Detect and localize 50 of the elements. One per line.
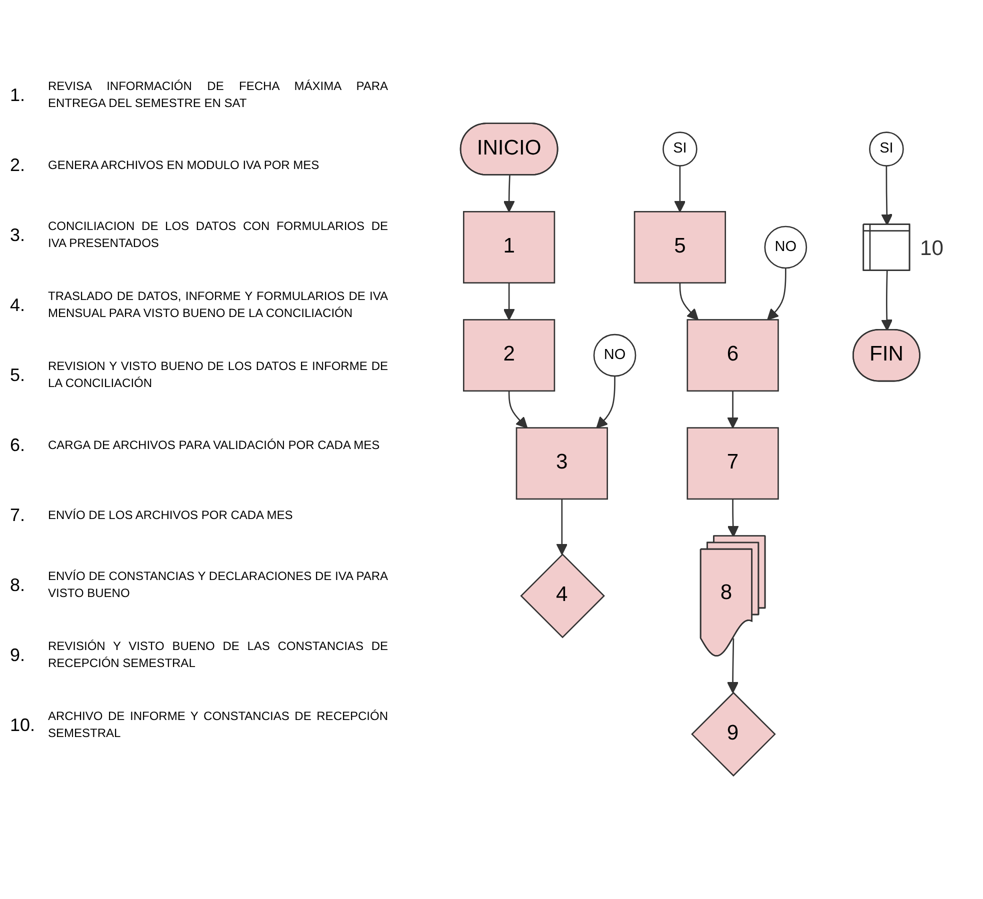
arrow: [508, 390, 528, 428]
arrow: [503, 282, 515, 320]
step-description: TRASLADO DE DATOS, INFORME Y FORMULARIOS DE IVA MENSUAL PARA VISTO BUENO DE LA CONCILIACIÓN: [48, 288, 388, 322]
step-description: CARGA DE ARCHIVOS PARA VALIDACIÓN POR CADA MES: [48, 436, 381, 454]
step-number: 1.: [10, 84, 26, 106]
step-number: 10: [920, 237, 944, 260]
step-description: REVISA INFORMACIÓN DE FECHA MÁXIMA PARA ENTREGA DEL SEMESTRE EN SAT: [48, 78, 388, 112]
decision-diamond: 4: [520, 553, 605, 638]
connector-circle: NO: [764, 226, 808, 269]
arrow: [556, 499, 568, 555]
step-number: 8.: [10, 574, 26, 596]
step-number: 5.: [10, 364, 26, 386]
step-number: 10.: [10, 714, 36, 736]
terminal-oval: FIN: [852, 328, 920, 382]
decision-diamond: 9: [691, 692, 776, 777]
step-number: 2.: [10, 154, 26, 176]
step-number: 7.: [10, 504, 26, 526]
step-description: CONCILIACION DE LOS DATOS CON FORMULARIOS DE IVA PRESENTADOS: [48, 218, 388, 252]
arrow: [679, 282, 699, 320]
step-number: 3.: [10, 224, 26, 246]
arrow: [727, 638, 739, 694]
process-box: 3: [516, 427, 608, 500]
step-description: REVISIÓN Y VISTO BUENO DE LAS CONSTANCIAS DE RECEPCIÓN SEMESTRAL: [48, 638, 388, 672]
arrow: [503, 175, 515, 212]
process-box: 6: [686, 319, 779, 392]
arrow: [881, 166, 893, 226]
connector-circle: SI: [662, 132, 698, 166]
step-description: REVISION Y VISTO BUENO DE LOS DATOS E INFORME DE LA CONCILIACIÓN: [48, 358, 388, 392]
step-description: ARCHIVO DE INFORME Y CONSTANCIAS DE RECEPCIÓN SEMESTRAL: [48, 708, 388, 742]
step-description: ENVÍO DE LOS ARCHIVOS POR CADA MES: [48, 506, 294, 524]
step-description: ENVÍO DE CONSTANCIAS Y DECLARACIONES DE IVA PARA VISTO BUENO: [48, 568, 388, 602]
step-description: GENERA ARCHIVOS EN MODULO IVA POR MES: [48, 156, 320, 174]
step-number: 4.: [10, 294, 26, 316]
process-box: 7: [686, 427, 779, 500]
process-box: 5: [634, 211, 726, 284]
arrow: [727, 499, 739, 538]
arrow: [727, 390, 739, 428]
step-number: 6.: [10, 434, 26, 456]
step-number: 9.: [10, 644, 26, 666]
arrow: [674, 166, 686, 212]
connector-circle: SI: [869, 132, 904, 166]
arrow: [596, 376, 616, 428]
storage-box: [862, 224, 910, 271]
connector-circle: NO: [593, 334, 636, 377]
document-stack: 8: [700, 535, 766, 656]
terminal-oval: INICIO: [460, 122, 558, 176]
arrow: [767, 268, 786, 320]
process-box: 1: [462, 211, 556, 284]
process-box: 2: [462, 319, 556, 392]
arrow: [881, 270, 893, 331]
